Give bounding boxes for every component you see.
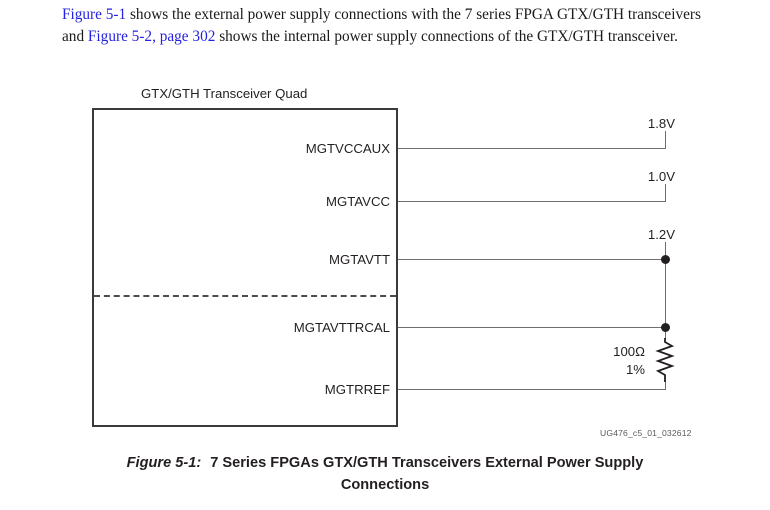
wire-mgtavttrcal bbox=[398, 327, 666, 328]
wire-mgtavcc bbox=[398, 201, 666, 202]
figure-caption-text: 7 Series FPGAs GTX/GTH Transceivers Exte… bbox=[210, 455, 644, 493]
pin-label-mgtrref: MGTRREF bbox=[324, 382, 390, 397]
pin-label-mgtvccaux: MGTVCCAUX bbox=[305, 141, 390, 156]
figure-id-code: UG476_c5_01_032612 bbox=[600, 428, 692, 438]
block-dashed-divider bbox=[94, 295, 396, 297]
rail-label-1v0: 1.0V bbox=[647, 169, 675, 184]
resistor-bottom-lead bbox=[665, 380, 666, 390]
body-paragraph: Figure 5-1 shows the external power supp… bbox=[62, 4, 707, 49]
figure-caption: Figure 5-1: 7 Series FPGAs GTX/GTH Transc… bbox=[85, 452, 685, 496]
rail-stub-1v0 bbox=[665, 184, 666, 202]
body-text-segment-2: shows the internal power supply connecti… bbox=[215, 28, 678, 46]
pin-label-mgtavcc: MGTAVCC bbox=[326, 194, 390, 209]
junction-dot-mgtavtt bbox=[661, 255, 670, 264]
resistor-zigzag-icon bbox=[655, 338, 675, 382]
wire-mgtvccaux bbox=[398, 148, 666, 149]
junction-dot-mgtavttrcal bbox=[661, 323, 670, 332]
body-text-segment-1: shows the external power supply connecti… bbox=[62, 6, 701, 46]
rail-stub-1v8 bbox=[665, 131, 666, 149]
rail-stub-1v2 bbox=[665, 242, 666, 260]
wire-mgtrref bbox=[398, 389, 666, 390]
rail-label-1v8: 1.8V bbox=[647, 116, 675, 131]
figure-caption-number: Figure 5-1: bbox=[126, 455, 202, 471]
wire-mgtavtt bbox=[398, 259, 666, 260]
transceiver-quad-block bbox=[92, 108, 398, 427]
rail-trunk-1v2-to-resistor bbox=[665, 259, 666, 339]
transceiver-quad-title: GTX/GTH Transceiver Quad bbox=[141, 86, 308, 101]
resistor-symbol bbox=[652, 338, 678, 382]
resistor-value-label: 100Ω bbox=[613, 344, 645, 359]
figure-5-1-link[interactable]: Figure 5-1 bbox=[62, 6, 127, 23]
rail-label-1v2: 1.2V bbox=[647, 227, 675, 242]
figure-5-2-page-302-link[interactable]: Figure 5-2, page 302 bbox=[87, 28, 216, 46]
pin-label-mgtavttrcal: MGTAVTTRCAL bbox=[293, 320, 390, 335]
resistor-tolerance-label: 1% bbox=[625, 362, 645, 377]
pin-label-mgtavtt: MGTAVTT bbox=[328, 252, 390, 267]
